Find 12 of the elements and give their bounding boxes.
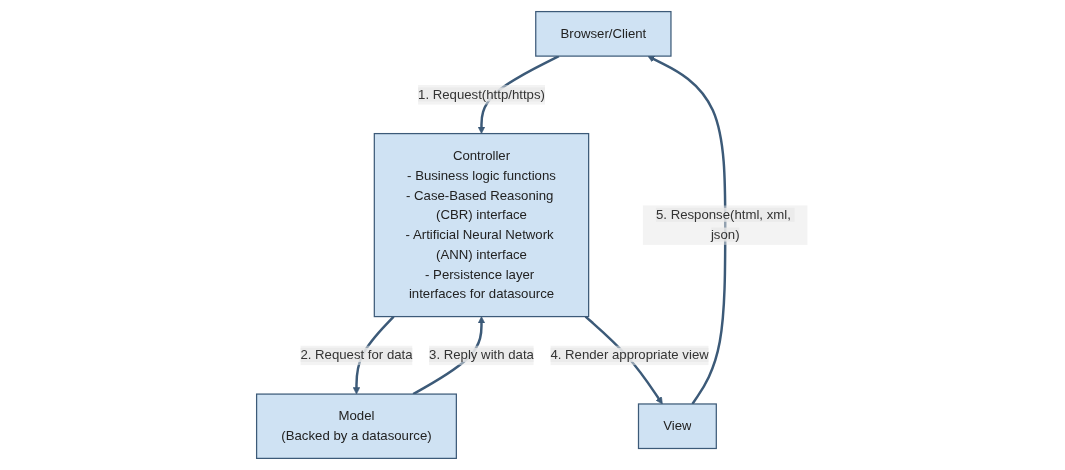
edge-label: 4. Render appropriate view [550, 347, 710, 362]
edge-label: 1. Request(http/https) [418, 87, 546, 102]
arrow [647, 55, 727, 405]
node-box: View [638, 403, 718, 450]
node-box: Browser/Client [535, 11, 672, 57]
edge-label: 2. Request for data [300, 347, 413, 362]
arrow [585, 315, 664, 405]
node-box: Model (Backed by a datasource) [256, 393, 458, 459]
edge-label: 5. Response(html, xml, json) [656, 207, 792, 242]
edge-label: 3. Reply with data [429, 347, 535, 362]
arrow [478, 55, 560, 134]
node-box: Controller - Business logic functions - Case-Based Reasoning (CBR) interface - Artificial Neural Network (ANN) interface - Persistence layer interfaces for datasource [374, 133, 590, 318]
